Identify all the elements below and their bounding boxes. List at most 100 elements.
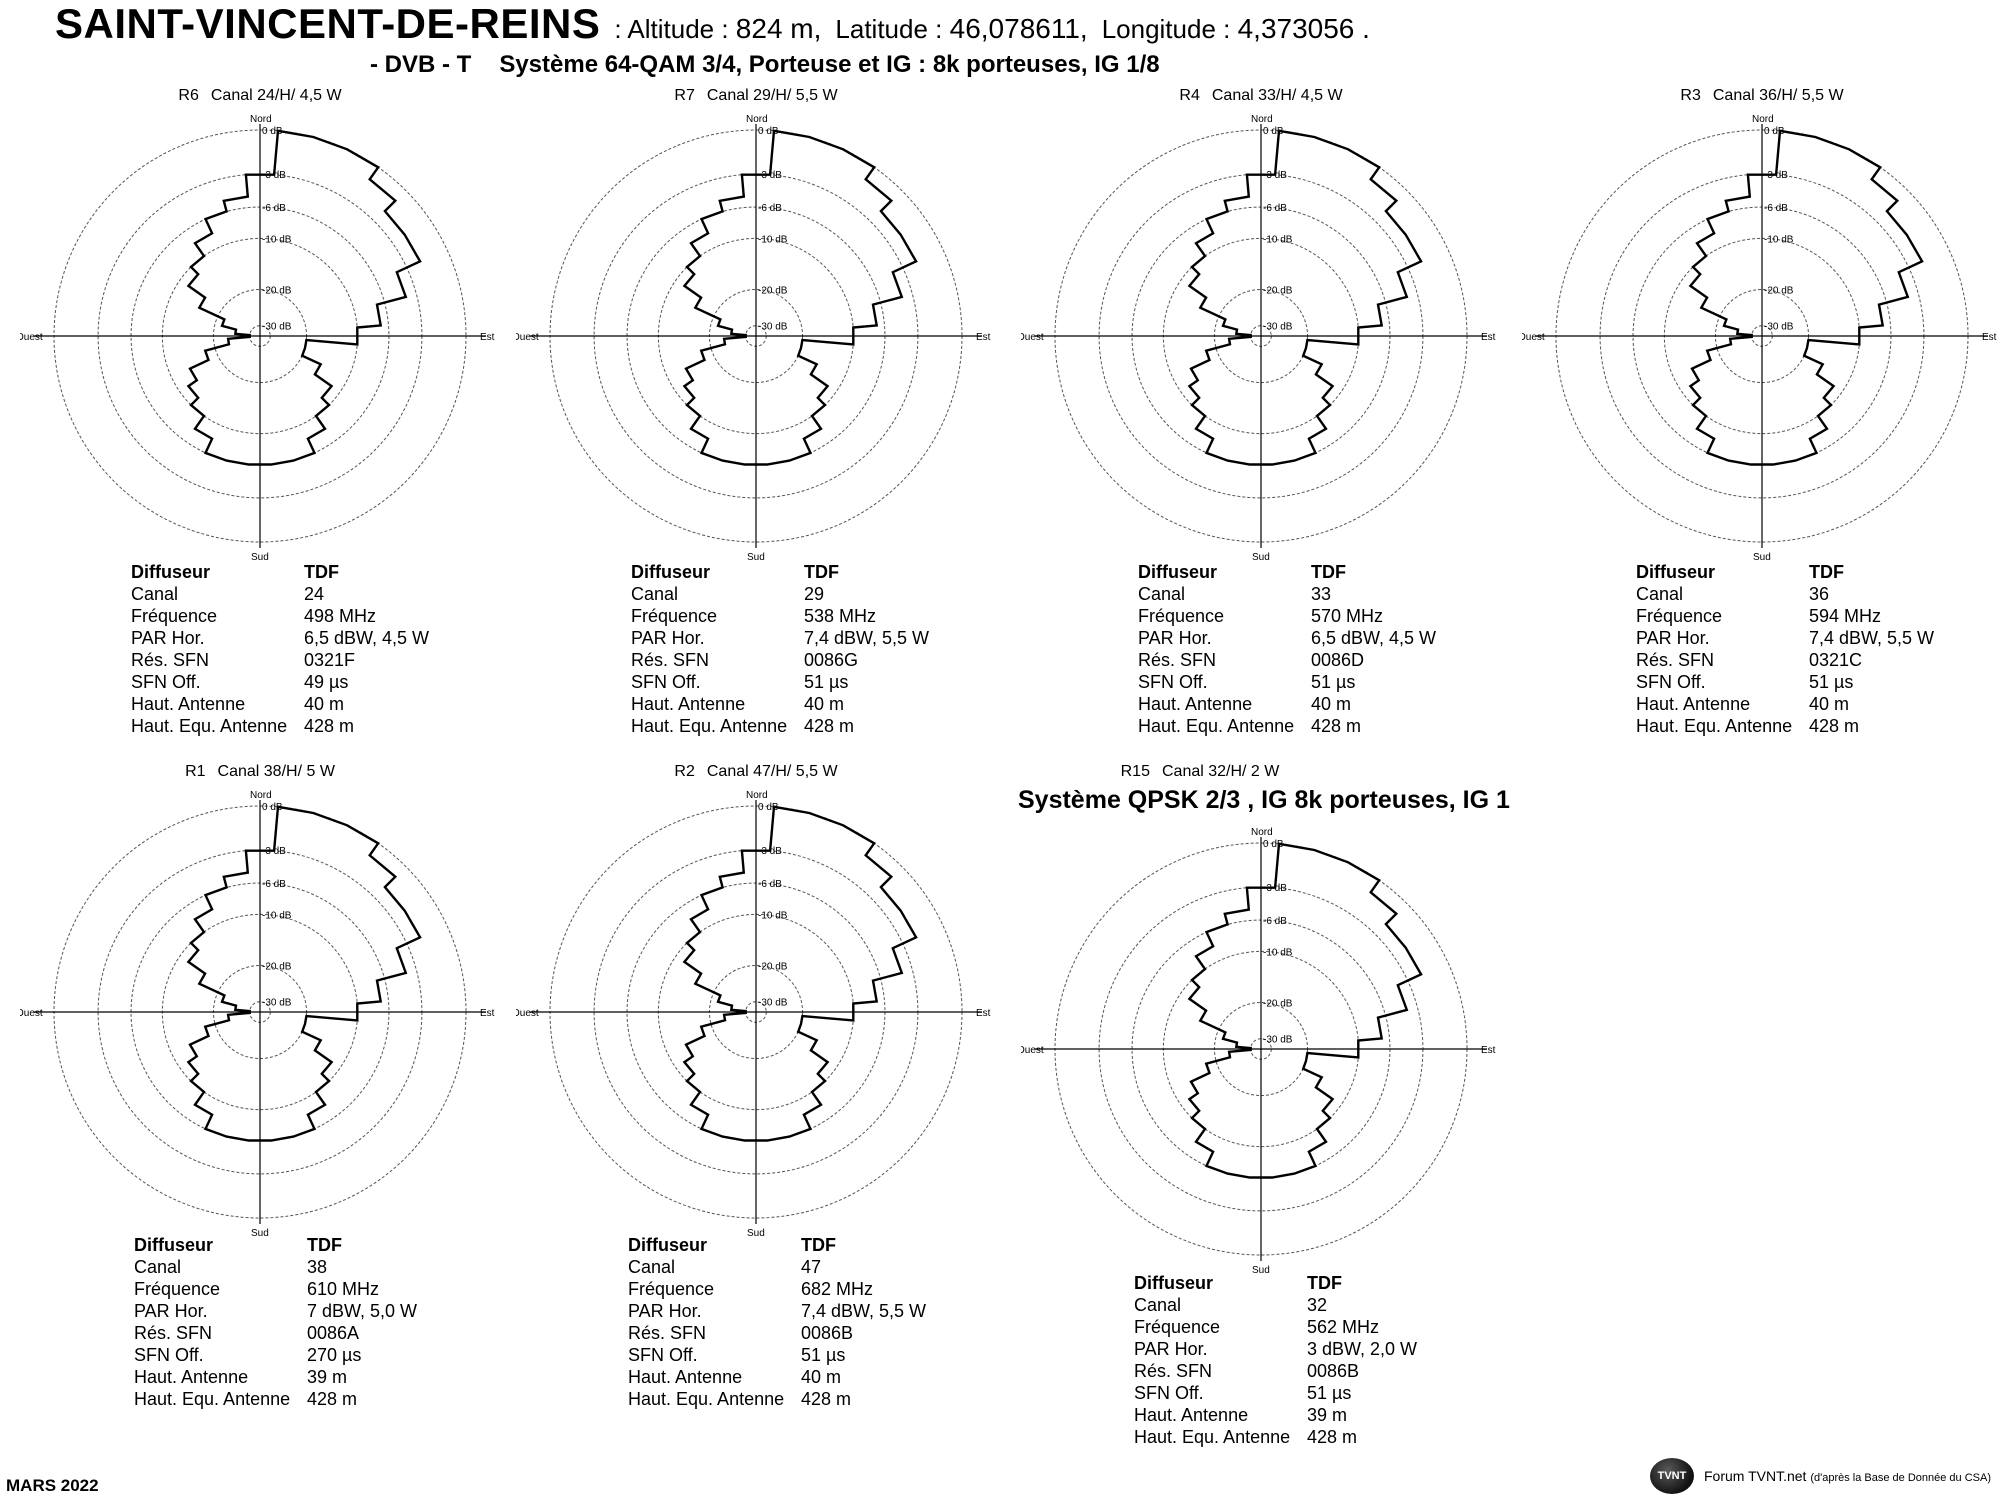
ring-label: 0 dB: [1764, 126, 1785, 137]
panel-id: R2: [674, 763, 695, 780]
info-key: SFN Off.: [1138, 672, 1208, 692]
info-row: PAR Hor.6,5 dBW, 4,5 W: [1138, 627, 1436, 649]
info-value: 538 MHz: [804, 606, 877, 626]
info-value: 428 m: [1809, 716, 1860, 736]
ring-label: -20 dB: [758, 961, 788, 972]
info-key: Canal: [628, 1257, 676, 1277]
info-key: Fréquence: [1134, 1317, 1221, 1337]
info-key: Rés. SFN: [1636, 650, 1715, 670]
info-row: SFN Off.51 µs: [1134, 1382, 1417, 1404]
info-value: 7 dBW, 5,0 W: [307, 1301, 418, 1321]
info-value: 47: [801, 1257, 822, 1277]
east-label: Est: [1481, 332, 1496, 343]
info-row: PAR Hor.7,4 dBW, 5,5 W: [628, 1300, 926, 1322]
polar-svg: 0 dB-3 dB-6 dB-10 dB-20 dB-30 dBNordSudO…: [20, 114, 495, 563]
credit-sub: (d'après la Base de Donnée du CSA): [1810, 1472, 1991, 1484]
south-label: Sud: [747, 1228, 765, 1239]
info-value: 40 m: [804, 694, 845, 714]
north-label: Nord: [250, 114, 272, 125]
panel-id: R15: [1120, 763, 1150, 780]
panel-id: R7: [674, 87, 695, 104]
info-value: 36: [1809, 584, 1830, 604]
info-value: 562 MHz: [1307, 1317, 1380, 1337]
ring-label: -20 dB: [758, 285, 788, 296]
longitude-value: 4,373056 .: [1237, 13, 1370, 44]
ring-label: -10 dB: [262, 910, 292, 921]
info-value: TDF: [804, 562, 839, 582]
info-value: 428 m: [307, 1389, 358, 1409]
south-label: Sud: [1252, 1265, 1270, 1276]
info-value: 40 m: [1809, 694, 1850, 714]
info-value: TDF: [1307, 1273, 1342, 1293]
info-row: Fréquence 562 MHz: [1134, 1316, 1417, 1338]
polar-chart-r1: 0 dB-3 dB-6 dB-10 dB-20 dB-30 dBNordSudO…: [20, 782, 500, 1242]
north-label: Nord: [746, 114, 768, 125]
ring-label: -10 dB: [1764, 234, 1794, 245]
polar-chart-r3: 0 dB-3 dB-6 dB-10 dB-20 dB-30 dBNordSudO…: [1522, 106, 2000, 566]
info-value: 38: [307, 1257, 328, 1277]
info-value: 7,4 dBW, 5,5 W: [801, 1301, 927, 1321]
info-key: SFN Off.: [1134, 1383, 1204, 1403]
ring-label: -6 dB: [262, 879, 286, 890]
info-value: 428 m: [1311, 716, 1362, 736]
info-value: 610 MHz: [307, 1279, 380, 1299]
info-key: Canal: [1138, 584, 1186, 604]
ring-label: -20 dB: [1263, 285, 1293, 296]
info-key: Haut. Antenne: [628, 1367, 743, 1387]
info-value: 51 µs: [1809, 672, 1854, 692]
info-value: 40 m: [801, 1367, 842, 1387]
info-value: TDF: [1809, 562, 1844, 582]
info-row: Canal 47: [628, 1256, 926, 1278]
ring-label: -10 dB: [1263, 234, 1293, 245]
info-value: TDF: [304, 562, 339, 582]
info-key: Haut. Equ. Antenne: [1138, 716, 1295, 736]
info-key: SFN Off.: [628, 1345, 698, 1365]
info-key: Canal: [1636, 584, 1684, 604]
radiation-pattern: [1187, 129, 1423, 466]
info-value: 0086B: [801, 1323, 854, 1343]
info-key: PAR Hor.: [134, 1301, 208, 1321]
info-row: SFN Off.51 µs: [1138, 671, 1436, 693]
ring-label: 0 dB: [262, 126, 283, 137]
polar-chart-r6: 0 dB-3 dB-6 dB-10 dB-20 dB-30 dBNordSudO…: [20, 106, 500, 566]
info-value: 0321C: [1809, 650, 1863, 670]
credit-main: Forum TVNT.net: [1704, 1468, 1807, 1484]
polar-svg: 0 dB-3 dB-6 dB-10 dB-20 dB-30 dBNordSudO…: [516, 790, 991, 1239]
ring-label: -6 dB: [758, 879, 782, 890]
info-key: Fréquence: [631, 606, 718, 626]
info-value: 0321F: [304, 650, 356, 670]
info-value: 7,4 dBW, 5,5 W: [1809, 628, 1935, 648]
polar-svg: 0 dB-3 dB-6 dB-10 dB-20 dB-30 dBNordSudO…: [1021, 114, 1496, 563]
ring-label: -6 dB: [1263, 203, 1287, 214]
latitude-value: 46,078611,: [949, 13, 1088, 44]
radiation-pattern: [1688, 129, 1924, 466]
info-key: Fréquence: [628, 1279, 715, 1299]
info-value: 0086B: [1307, 1361, 1360, 1381]
info-value: TDF: [1311, 562, 1346, 582]
west-label: Ouest: [516, 332, 539, 343]
altitude-value: 824 m,: [735, 13, 822, 44]
info-key: Haut. Equ. Antenne: [131, 716, 288, 736]
info-key: PAR Hor.: [1134, 1339, 1208, 1359]
altitude: : Altitude : 824 m,: [614, 13, 821, 45]
ring-label: -30 dB: [1764, 322, 1794, 333]
info-key: Rés. SFN: [1138, 650, 1217, 670]
polar-chart-r15: 0 dB-3 dB-6 dB-10 dB-20 dB-30 dBNordSudO…: [1021, 819, 1501, 1279]
info-value: 428 m: [801, 1389, 852, 1409]
